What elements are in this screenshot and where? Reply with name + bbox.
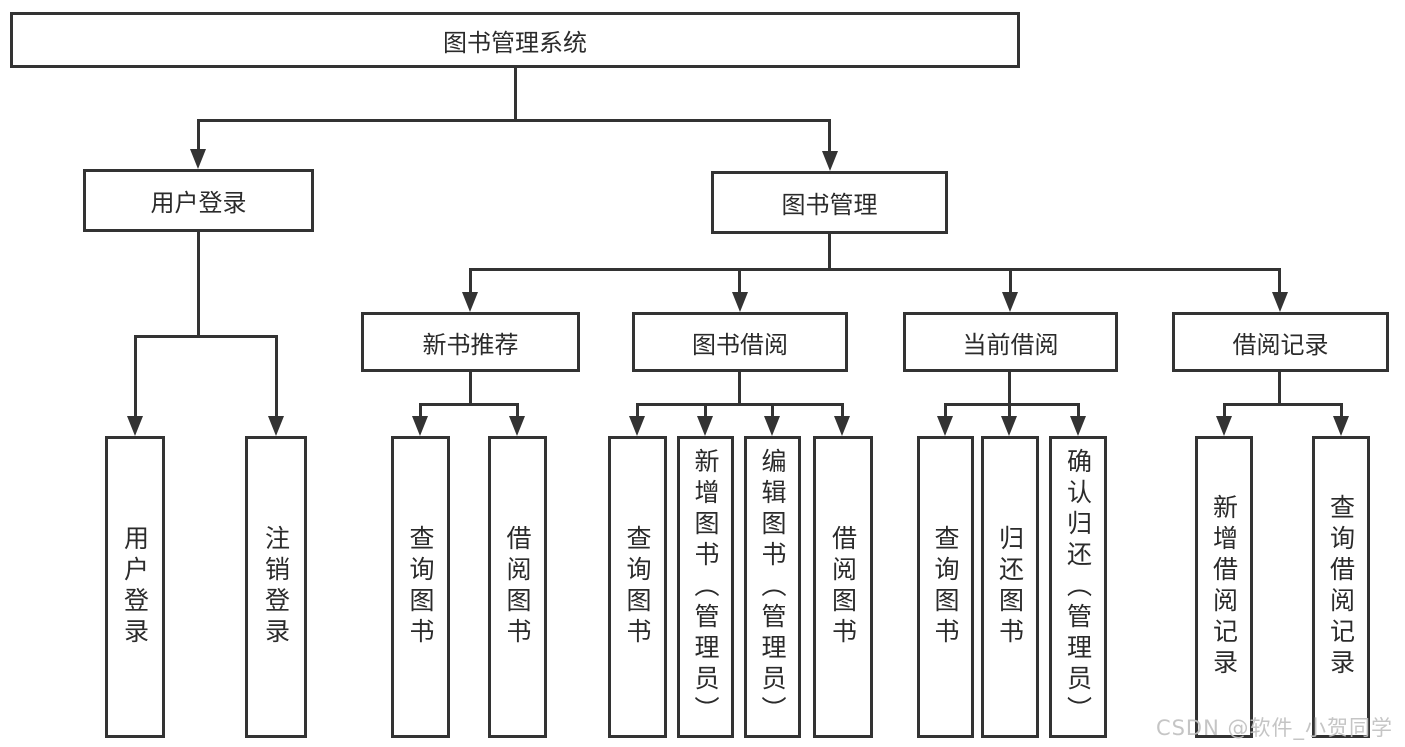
connector-line (636, 403, 843, 406)
connector-line (738, 372, 741, 406)
connector-line (419, 403, 422, 418)
arrow-down-icon (937, 416, 953, 436)
arrow-down-icon (127, 416, 143, 436)
leaf-edit-book-admin: 编辑图书（管理员） (744, 436, 801, 738)
arrow-down-icon (1333, 416, 1349, 436)
leaf-add-book-admin-label: 新增图书（管理员） (691, 447, 720, 727)
connector-line (419, 403, 519, 406)
connector-line (516, 403, 519, 418)
leaf-logout: 注销登录 (245, 436, 307, 738)
leaf-query-books-current-label: 查询图书 (931, 525, 960, 649)
watermark: CSDN @软件_小贺同学 (1155, 716, 1393, 740)
leaf-edit-book-admin-label: 编辑图书（管理员） (758, 447, 787, 727)
node-current-borrowing: 当前借阅 (903, 312, 1118, 372)
leaf-borrow-books-recommend-label: 借阅图书 (503, 525, 532, 649)
connector-line (738, 268, 741, 294)
connector-line (514, 68, 517, 122)
leaf-query-books-borrowing-label: 查询图书 (623, 525, 652, 649)
leaf-query-borrow-record-label: 查询借阅记录 (1326, 494, 1356, 680)
node-root-label: 图书管理系统 (443, 28, 587, 57)
leaf-query-books-recommend-label: 查询图书 (406, 525, 435, 649)
connector-line (197, 119, 200, 152)
connector-line (197, 119, 831, 122)
node-book-borrowing-label: 图书借阅 (692, 330, 788, 359)
connector-line (1008, 372, 1011, 406)
leaf-add-borrow-record-label: 新增借阅记录 (1209, 494, 1239, 680)
node-borrowing-records: 借阅记录 (1172, 312, 1389, 372)
node-book-management: 图书管理 (711, 171, 948, 234)
connector-line (134, 335, 278, 338)
arrow-down-icon (697, 416, 713, 436)
connector-line (828, 119, 831, 154)
connector-line (1340, 403, 1343, 418)
node-book-management-label: 图书管理 (781, 191, 878, 219)
leaf-query-books-current: 查询图书 (917, 436, 974, 738)
leaf-add-borrow-record: 新增借阅记录 (1195, 436, 1253, 738)
connector-line (704, 403, 707, 418)
leaf-query-books-borrowing: 查询图书 (608, 436, 667, 738)
arrow-down-icon (1216, 416, 1232, 436)
connector-line (275, 335, 278, 418)
leaf-return-book-label: 归还图书 (995, 525, 1025, 649)
node-current-borrowing-label: 当前借阅 (962, 330, 1059, 359)
arrow-down-icon (834, 416, 850, 436)
leaf-user-login: 用户登录 (105, 436, 165, 738)
leaf-borrow-books: 借阅图书 (813, 436, 873, 738)
arrow-down-icon (822, 151, 838, 171)
node-borrowing-records-label: 借阅记录 (1232, 330, 1329, 359)
connector-line (1077, 403, 1080, 418)
connector-line (1223, 403, 1343, 406)
arrow-down-icon (462, 292, 478, 312)
node-book-borrowing: 图书借阅 (632, 312, 848, 372)
connector-line (134, 335, 137, 418)
arrow-down-icon (1272, 292, 1288, 312)
connector-line (1008, 403, 1011, 418)
arrow-down-icon (764, 416, 780, 436)
arrow-down-icon (190, 149, 206, 169)
connector-line (1223, 403, 1226, 418)
arrow-down-icon (629, 416, 645, 436)
connector-line (944, 403, 947, 418)
node-user-login-label: 用户登录 (150, 189, 247, 217)
leaf-add-book-admin: 新增图书（管理员） (677, 436, 734, 738)
connector-line (841, 403, 844, 418)
leaf-query-books-recommend: 查询图书 (391, 436, 450, 738)
arrow-down-icon (732, 292, 748, 312)
node-user-login: 用户登录 (83, 169, 314, 232)
arrow-down-icon (1001, 416, 1017, 436)
arrow-down-icon (1002, 292, 1018, 312)
connector-line (469, 372, 472, 406)
connector-line (828, 234, 831, 271)
leaf-user-login-label: 用户登录 (120, 525, 150, 649)
connector-line (469, 268, 472, 294)
connector-line (1278, 268, 1281, 294)
leaf-query-borrow-record: 查询借阅记录 (1312, 436, 1370, 738)
connector-line (197, 232, 200, 338)
leaf-borrow-books-label: 借阅图书 (828, 525, 858, 649)
arrow-down-icon (268, 416, 284, 436)
arrow-down-icon (509, 416, 525, 436)
connector-line (1278, 372, 1281, 406)
node-new-book-recommend-label: 新书推荐 (422, 330, 519, 359)
arrow-down-icon (1070, 416, 1086, 436)
leaf-borrow-books-recommend: 借阅图书 (488, 436, 547, 738)
leaf-confirm-return-admin-label: 确认归还（管理员） (1063, 447, 1093, 727)
leaf-return-book: 归还图书 (981, 436, 1039, 738)
connector-line (636, 403, 639, 418)
connector-line (469, 268, 1281, 271)
arrow-down-icon (412, 416, 428, 436)
node-new-book-recommend: 新书推荐 (361, 312, 580, 372)
leaf-confirm-return-admin: 确认归还（管理员） (1049, 436, 1107, 738)
node-root: 图书管理系统 (10, 12, 1020, 68)
connector-line (1009, 268, 1012, 294)
connector-line (944, 403, 1080, 406)
connector-line (771, 403, 774, 418)
leaf-logout-label: 注销登录 (261, 525, 291, 649)
